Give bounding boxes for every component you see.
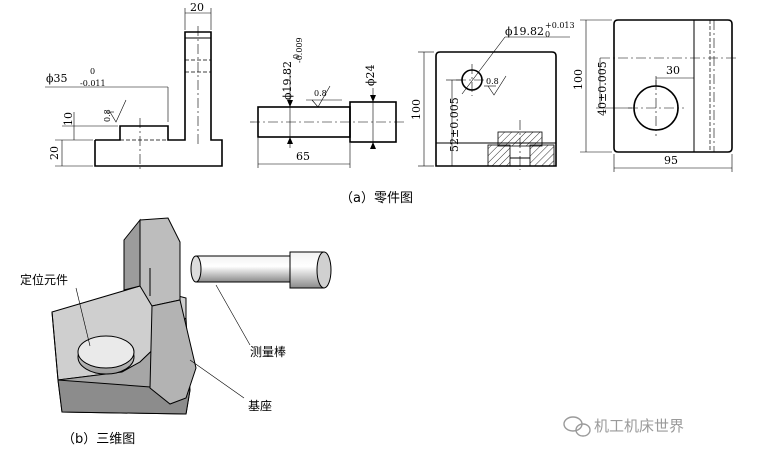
dim-10: 10 (62, 112, 75, 126)
dim-dia35-tol: -0.011 (80, 79, 106, 88)
dim-dia19: ϕ19.82 (281, 61, 294, 100)
view-3d (51, 217, 332, 415)
dim-dia19-tol-lower: -0.009 (295, 37, 304, 63)
dim-dia35: ϕ35 (46, 72, 68, 85)
dim-top-20: 20 (190, 1, 204, 14)
view-2-rod: ϕ19.82 0 -0.009 ϕ24 65 0.8 (250, 37, 404, 168)
label-base: 基座 (248, 398, 272, 413)
label-locator: 定位元件 (20, 272, 68, 287)
dim-95: 95 (664, 154, 678, 167)
watermark: 机工机床世界 (563, 416, 684, 437)
dim-40: 40±0.005 (596, 61, 609, 116)
view-4-top: 30 40±0.005 100 95 (572, 19, 738, 172)
dim-dia24: ϕ24 (364, 65, 377, 87)
dim-hole-tol-lower: 0 (545, 30, 550, 39)
rough-v1: 0.8 (103, 109, 112, 122)
dim-100-v3: 100 (410, 99, 423, 120)
rough-v2: 0.8 (314, 89, 327, 98)
caption-b: （b）三维图 (62, 432, 135, 447)
wechat-icon (563, 416, 591, 437)
dim-20-left: 20 (48, 146, 61, 160)
view-3-base-hole: ϕ19.82 +0.013 0 0.8 100 52±0.005 (410, 21, 575, 170)
watermark-text: 机工机床世界 (594, 417, 684, 435)
dim-30: 30 (666, 64, 680, 77)
label-rod: 测量棒 (250, 345, 286, 359)
view-1-base-front: 20 ϕ35 -0.011 0 10 20 0.8 (45, 1, 223, 172)
dim-dia35-tol-upper: 0 (90, 67, 95, 76)
dim-52: 52±0.005 (448, 97, 461, 152)
dim-hole: ϕ19.82 (505, 25, 544, 38)
dim-65: 65 (296, 150, 310, 163)
dim-hole-tol-upper: +0.013 (545, 21, 575, 30)
caption-a: （a）零件图 (340, 191, 413, 206)
dim-dia19-tol-upper: 0 (292, 54, 301, 59)
rough-v3: 0.8 (486, 77, 499, 86)
dim-100-v4: 100 (572, 69, 585, 90)
